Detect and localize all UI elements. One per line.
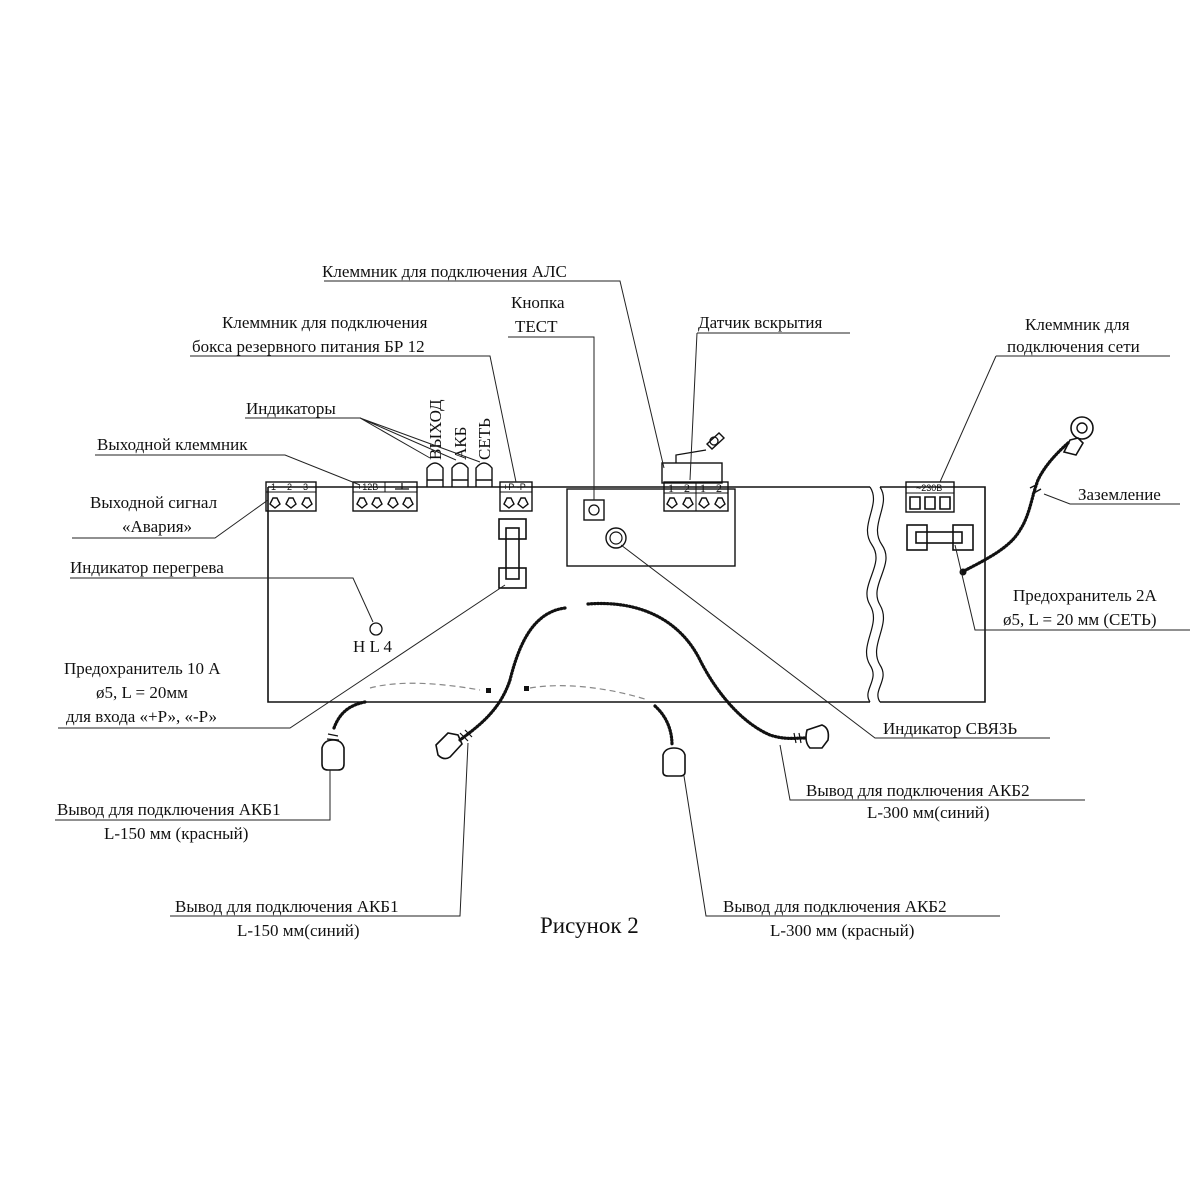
label-mains-terminal-line2: подключения сети (1007, 337, 1140, 356)
mains-terminal-label: ~230В (916, 483, 942, 493)
label-backup-terminal-line2: бокса резервного питания БР 12 (192, 337, 425, 356)
label-output-terminal: Выходной клеммник (97, 435, 248, 454)
label-indicators: Индикаторы (246, 399, 336, 418)
als-pin-2a: 2 (684, 481, 690, 495)
label-overheat-indicator: Индикатор перегрева (70, 558, 224, 577)
label-fuse2a-line1: Предохранитель 2А (1013, 586, 1158, 605)
overheat-led (369, 622, 383, 636)
label-fuse10a-line1: Предохранитель 10 А (64, 659, 221, 678)
alarm-terminal-pin3: 3 (303, 482, 308, 492)
label-fuse10a-line2: ø5, L = 20мм (96, 683, 188, 702)
label-link-indicator: Индикатор СВЯЗЬ (883, 719, 1017, 738)
label-akb1-red-line2: L-150 мм (красный) (104, 824, 248, 843)
ground-wire (959, 416, 1094, 576)
label-mains-terminal-line1: Клеммник для (1025, 315, 1130, 334)
label-akb1-blue-line2: L-150 мм(синий) (237, 921, 360, 940)
led-label-mains: СЕТЬ (475, 418, 494, 460)
link-indicator-led (605, 527, 627, 549)
label-hl4: H L 4 (353, 637, 393, 656)
mains-terminal: ~230В (905, 481, 955, 513)
label-akb1-red-line1: Вывод для подключения АКБ1 (57, 800, 281, 819)
alarm-terminal-pin1: 1 (271, 482, 276, 492)
backup-terminal-label: +Р -Р (503, 482, 526, 492)
test-button (583, 499, 605, 521)
figure-caption: Рисунок 2 (540, 913, 639, 938)
label-akb2-red-line1: Вывод для подключения АКБ2 (723, 897, 947, 916)
label-akb2-red-line2: L-300 мм (красный) (770, 921, 914, 940)
label-ground: Заземление (1078, 485, 1161, 504)
als-pin-2b: 2 (716, 481, 722, 495)
alarm-terminal: 1 2 3 (265, 481, 317, 512)
alarm-terminal-pin2: 2 (287, 482, 292, 492)
als-terminal: 1 2 1 2 (663, 481, 729, 512)
als-pin-1a: 1 (668, 481, 674, 495)
als-pin-1b: 1 (700, 481, 706, 495)
power-terminal-label: +12В (357, 482, 378, 492)
board-outline (267, 486, 986, 703)
label-alarm-signal-line2: «Авария» (122, 517, 192, 536)
label-akb1-blue-line1: Вывод для подключения АКБ1 (175, 897, 399, 916)
led-label-output: ВЫХОД (426, 399, 445, 460)
leader-lines (55, 280, 1190, 917)
label-tamper-sensor: Датчик вскрытия (698, 313, 822, 332)
power-output-terminal: +12В (352, 481, 418, 512)
label-test-button-line1: Кнопка (511, 293, 565, 312)
fuse-10a (498, 518, 527, 589)
label-akb2-blue-line2: L-300 мм(синий) (867, 803, 990, 822)
label-akb2-blue-line1: Вывод для подключения АКБ2 (806, 781, 1030, 800)
battery-wires (321, 601, 830, 777)
led-label-battery: АКБ (451, 427, 470, 460)
label-als-terminal: Клеммник для подключения АЛС (322, 262, 567, 281)
label-backup-terminal-line1: Клеммник для подключения (222, 313, 428, 332)
label-test-button-line2: ТЕСТ (515, 317, 558, 336)
led-indicators: ВЫХОД АКБ СЕТЬ (426, 399, 494, 487)
text-labels: Клеммник для подключения АЛС Кнопка ТЕСТ… (57, 262, 1161, 940)
tamper-sensor (661, 432, 726, 484)
label-fuse10a-line3: для входа «+Р», «-Р» (66, 707, 217, 726)
label-fuse2a-line2: ø5, L = 20 мм (СЕТЬ) (1003, 610, 1157, 629)
fuse-2a (906, 524, 974, 551)
label-alarm-signal-line1: Выходной сигнал (90, 493, 218, 512)
